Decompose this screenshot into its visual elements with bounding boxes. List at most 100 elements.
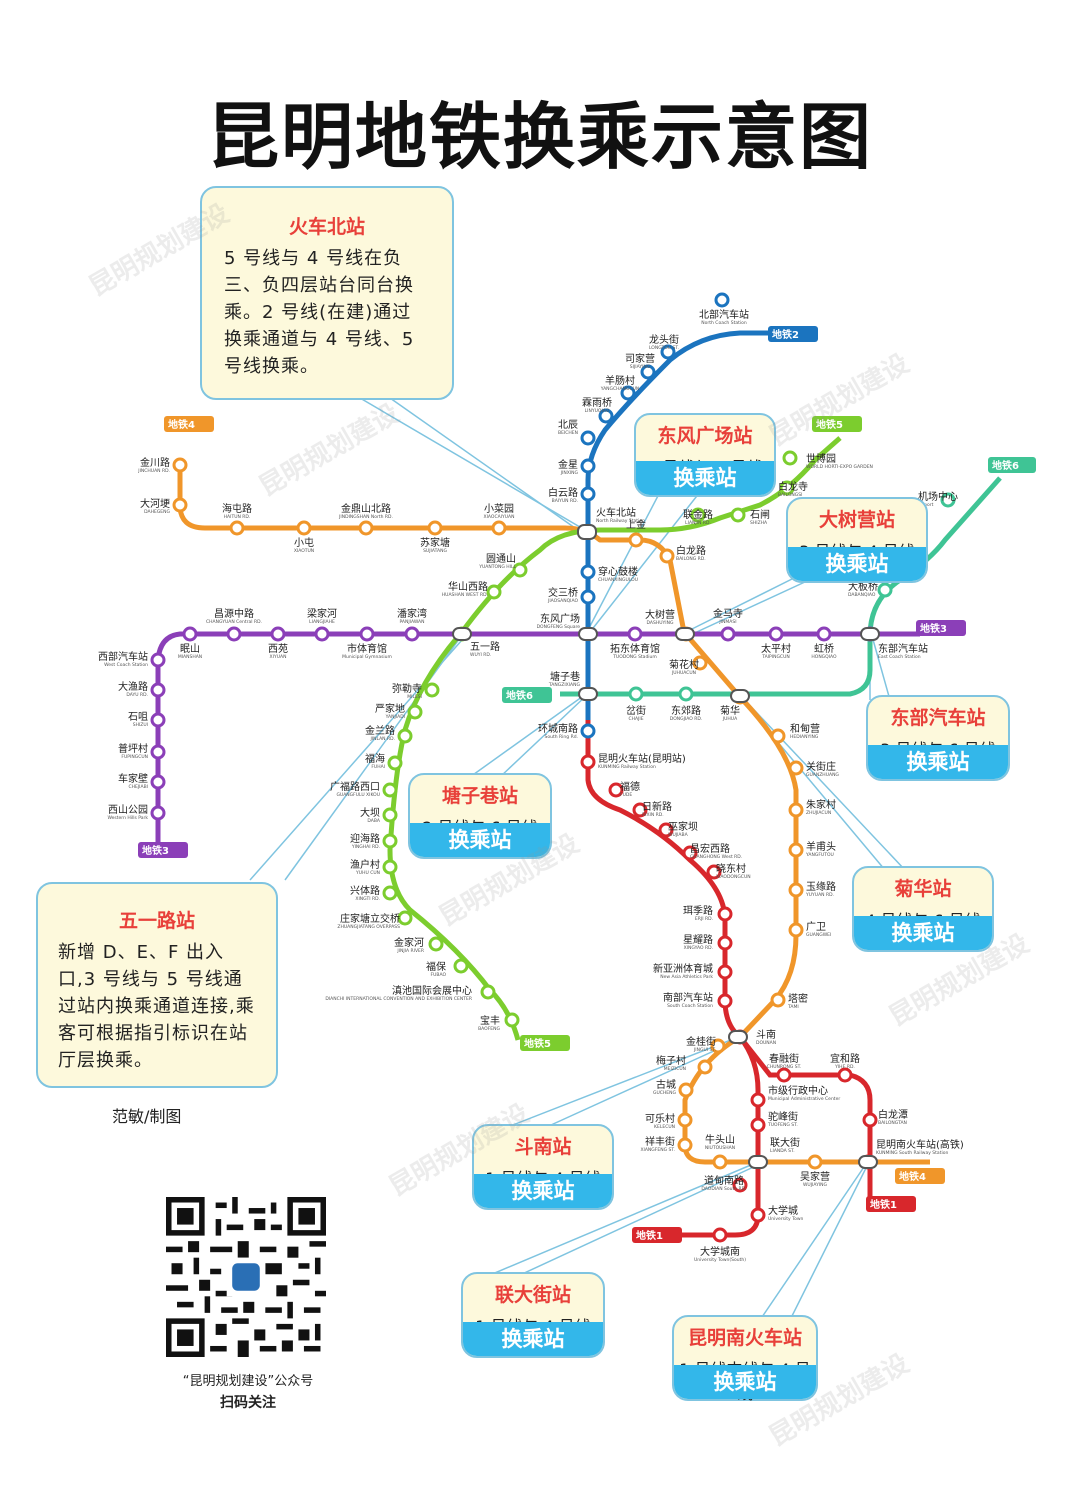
station-dot (877, 582, 893, 598)
station-name-en: GUANGFULU XIKOU (336, 792, 380, 798)
interchange-huochebeizhan (577, 524, 597, 540)
station-name: 大树营 (645, 608, 675, 621)
station-name-en: YUANTONG HILL (478, 564, 516, 570)
station-dot (862, 1112, 878, 1128)
interchange-kunmingnan (858, 1155, 878, 1169)
station-name: 岔街 (626, 704, 646, 717)
line-tag-5-north: 地铁5 (812, 416, 862, 432)
station-name: 和甸营 (790, 722, 820, 735)
station-dot (150, 652, 166, 668)
station-name: 海屯路 (222, 502, 252, 515)
station-name-en: FUBAO (430, 972, 446, 978)
station-name: 车家壁 (118, 772, 148, 785)
line-tag-6: 地铁6 (988, 457, 1036, 473)
station-name: 北部汽车站 (699, 308, 749, 321)
station-dot (428, 936, 444, 952)
station-dot (150, 805, 166, 821)
station-name-en: New Asia Athletics Park (660, 974, 713, 980)
station-name-en: FUHAI (371, 764, 385, 770)
callout-dongbuqichezhan: 东部汽车站 3 号线与 6 号线 换乘站 (866, 695, 1010, 781)
station-dot (788, 922, 804, 938)
map-title: 昆明地铁换乘示意图 (206, 95, 873, 179)
station-name: 小屯 (294, 536, 314, 549)
station-dot (788, 760, 804, 776)
station-name-en: XIANGFENG ST. (640, 1147, 675, 1153)
station-dot (677, 1112, 693, 1128)
station-dot (788, 882, 804, 898)
station-name-en: GUANGWEI (806, 932, 831, 938)
station-dot (712, 1227, 728, 1243)
station-name-en: KELECUN (654, 1124, 675, 1130)
station-dot (660, 344, 676, 360)
station-dot (750, 1207, 766, 1223)
station-dot (692, 655, 708, 671)
station-dot (453, 958, 469, 974)
callout-juhua: 菊华站 4 号线与 6 号线 换乘站 (852, 866, 994, 952)
callout-tangzixiang-title: 塘子巷站 (441, 785, 518, 807)
station-name-en: YANGFUTOU (805, 852, 834, 858)
qr-caption: “昆明规划建设”公众号 (182, 1374, 314, 1389)
station-name: 道甸南路 (704, 1174, 744, 1187)
station-dot (382, 833, 398, 849)
station-name-en: JINGUI ST. (693, 1047, 716, 1053)
station-name-en: BAILONG RD. (676, 556, 706, 562)
station-name: 联大街 (770, 1136, 800, 1149)
station-name-en: CHUNRONG ST. (767, 1064, 802, 1070)
station-name-en: DABA (367, 818, 381, 824)
station-dot (580, 564, 596, 580)
line-tag-1-south-label: 地铁1 (636, 1229, 663, 1242)
station-name: 白龙寺 (778, 480, 808, 493)
station-name: 西部汽车站 (98, 650, 148, 663)
station-name: 春融街 (769, 1052, 799, 1065)
station-dot (580, 458, 596, 474)
station-name: 梁家河 (307, 607, 337, 620)
station-dot (270, 626, 286, 642)
station-name: 迎海路 (350, 832, 380, 845)
station-dot (480, 984, 496, 1000)
station-name: 宜和路 (830, 1052, 860, 1065)
qr-code[interactable] (166, 1197, 326, 1357)
station-name: 穿心鼓楼 (598, 565, 638, 578)
station-name: 广卫 (806, 921, 826, 933)
callout-tangzixiang: 塘子巷站 2 号线与 6 号线 换乘站 (408, 773, 552, 859)
line-6 (560, 476, 1002, 697)
station-dot (598, 408, 614, 424)
station-name-en: XINGYAO RD. (684, 945, 713, 951)
station-dot (730, 507, 746, 523)
station-name-en: LINYUQIAO (585, 408, 610, 414)
station-name: 环城南路 (538, 722, 578, 735)
station-dot (382, 859, 398, 875)
callout-dongfengguangchang: 东风广场站 2 号线与 3 号线 换乘站 (634, 413, 776, 497)
station-dot (172, 497, 188, 513)
station-dot (782, 450, 798, 466)
station-name: 兴体路 (350, 884, 380, 897)
qr-action: 扫码关注 (220, 1395, 276, 1411)
station-name-en: CHANGYUAN Central RD. (206, 619, 262, 625)
station-name-en: KUNMING Railway Station (598, 764, 656, 770)
station-dot (779, 480, 795, 496)
line-tag-3-east: 地铁3 (916, 620, 966, 636)
